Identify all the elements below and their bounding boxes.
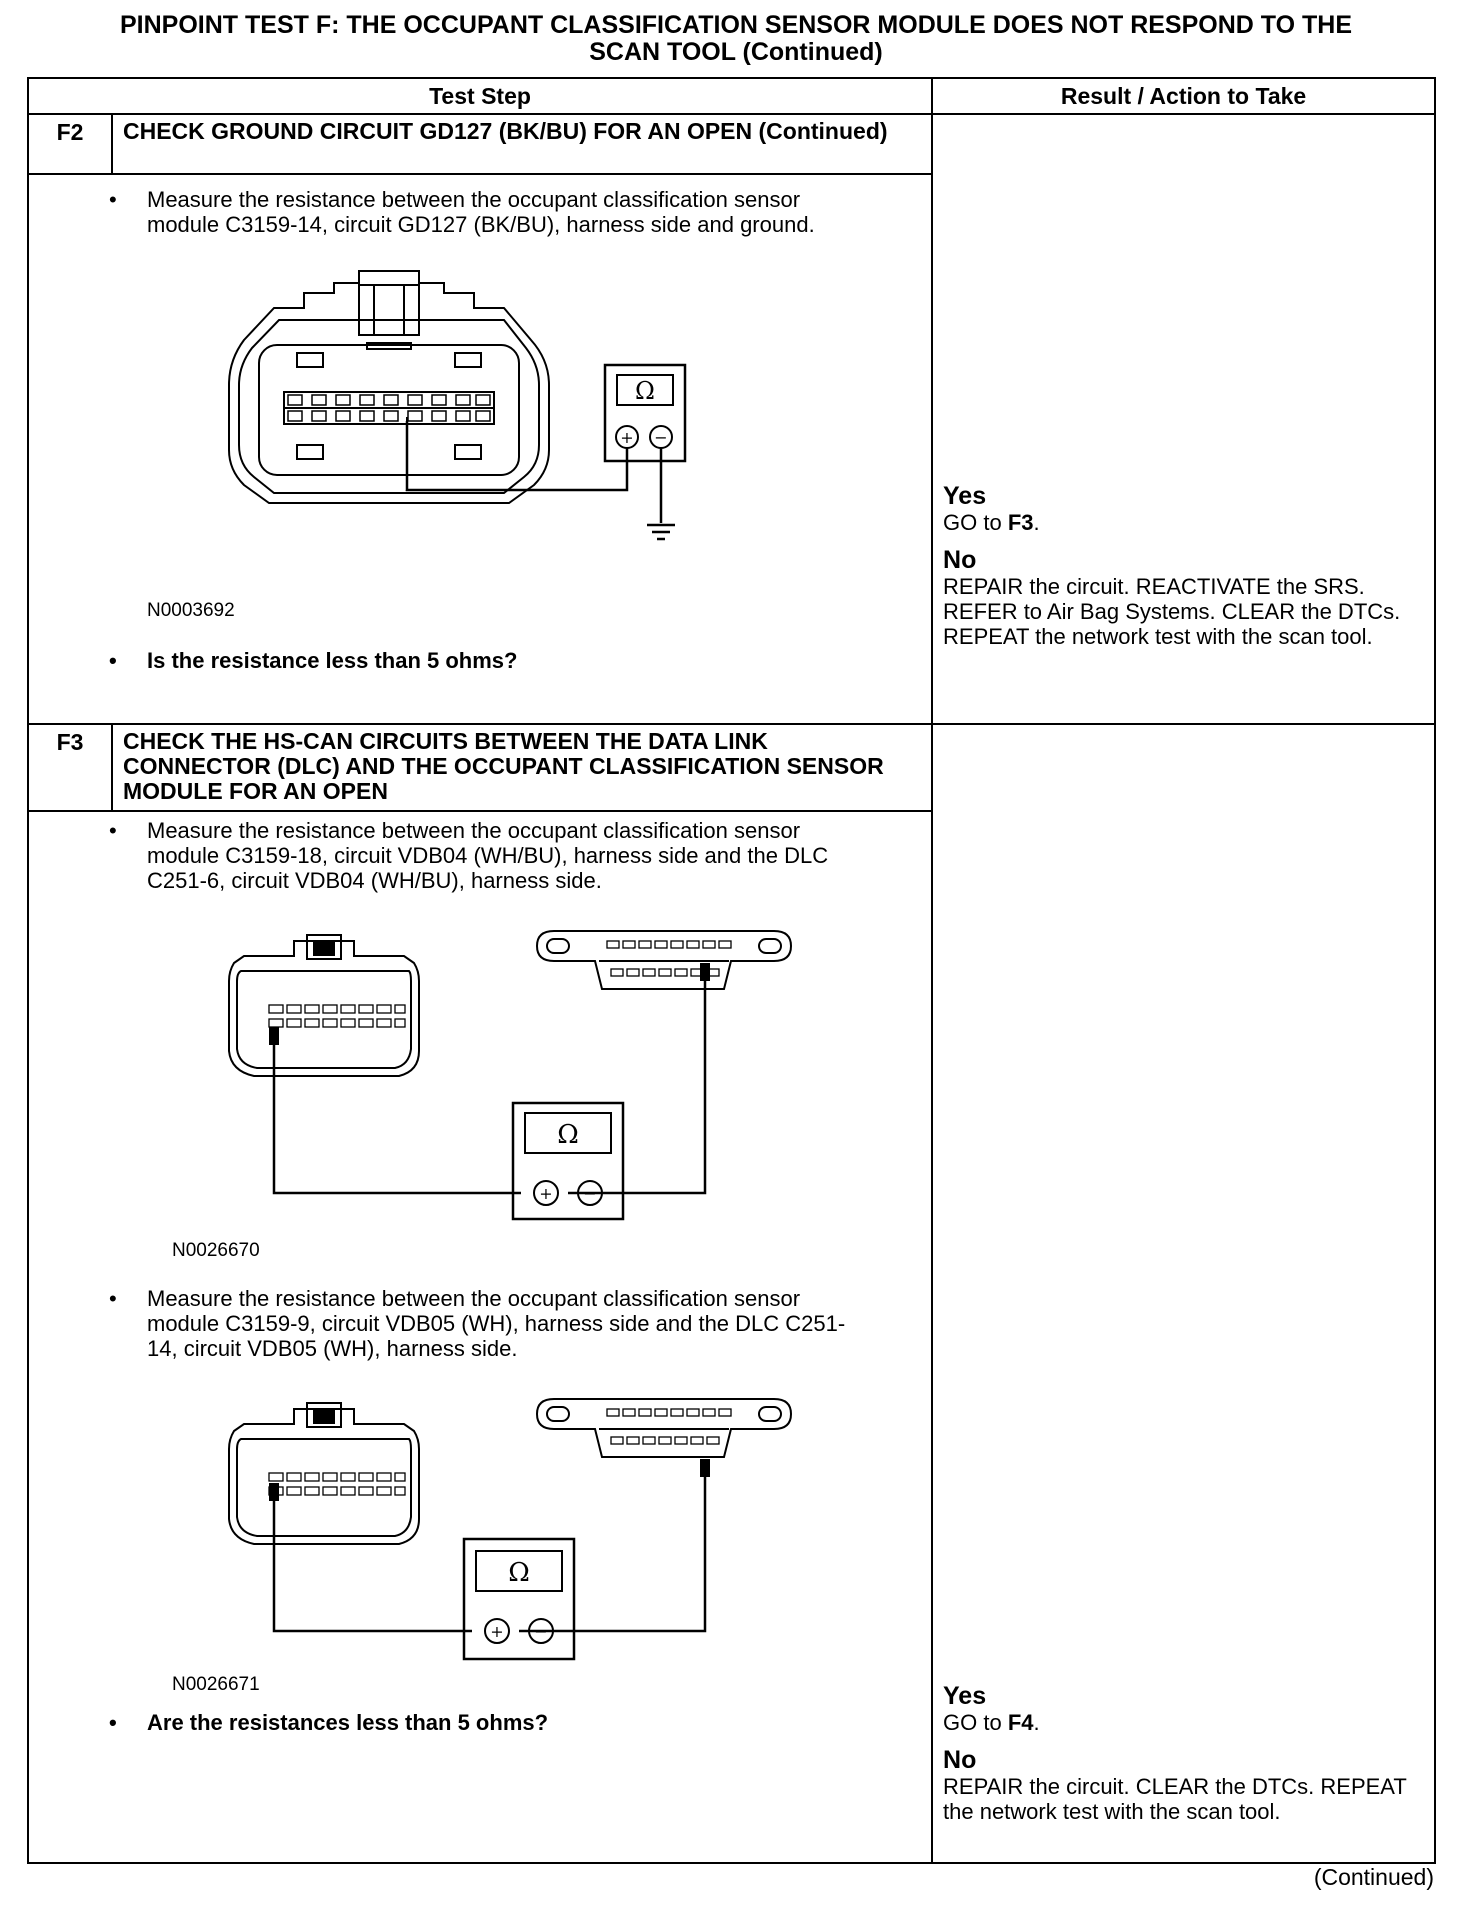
- title-line-2: SCAN TOOL (Continued): [589, 38, 883, 66]
- dlc-connector-diagram-2: Ω + −: [228, 1398, 793, 1661]
- header-result: Result / Action to Take: [931, 77, 1437, 115]
- title-line-1: PINPOINT TEST F: THE OCCUPANT CLASSIFICA…: [120, 11, 1352, 39]
- continued-footer: (Continued): [1313, 1864, 1434, 1890]
- plus-terminal: +: [490, 1622, 503, 1641]
- result-no-label: No: [943, 546, 977, 574]
- goto-f4-link[interactable]: F4: [1007, 1710, 1034, 1735]
- figure-f3-b: Ω + − N0026671: [69, 1369, 911, 1696]
- step-heading-f3: CHECK THE HS-CAN CIRCUITS BETWEEN THE DA…: [110, 723, 934, 812]
- figure-f3-a: Ω + − N0026670: [69, 901, 911, 1262]
- ohm-symbol: Ω: [557, 1120, 579, 1150]
- plus-terminal: +: [620, 428, 633, 447]
- figure-id-f2: N0003692: [147, 600, 235, 621]
- step-id-f2: F2: [27, 113, 113, 175]
- figure-f2: Ω + − N0003692: [69, 245, 911, 622]
- minus-terminal: −: [583, 1184, 596, 1203]
- result-yes-action: GO to F4.: [943, 1710, 1040, 1735]
- result-cell-f2: Yes GO to F3. No REPAIR the circuit. REA…: [931, 113, 1437, 725]
- dlc-connector-diagram-1: Ω + −: [228, 930, 793, 1221]
- pinpoint-test-table: Test Step Result / Action to Take F2 CHE…: [26, 77, 1437, 1864]
- result-no-action: REPAIR the circuit. REACTIVATE the SRS. …: [943, 574, 1401, 649]
- step-heading-f2: CHECK GROUND CIRCUIT GD127 (BK/BU) FOR A…: [110, 113, 934, 175]
- minus-terminal: −: [654, 428, 667, 447]
- result-yes-action: GO to F3.: [943, 510, 1040, 535]
- figure-id-f3-a: N0026670: [172, 1240, 260, 1261]
- result-cell-f3: Yes GO to F4. No REPAIR the circuit. CLE…: [931, 723, 1437, 1864]
- question-f3: Are the resistances less than 5 ohms?: [109, 1710, 911, 1735]
- step-body-f2: Measure the resistance between the occup…: [26, 173, 934, 725]
- page-title: PINPOINT TEST F: THE OCCUPANT CLASSIFICA…: [0, 12, 1472, 66]
- result-no-action: REPAIR the circuit. CLEAR the DTCs. REPE…: [943, 1774, 1407, 1824]
- minus-terminal: −: [534, 1622, 547, 1641]
- result-yes-label: Yes: [943, 1682, 987, 1710]
- connector-ground-diagram: Ω + −: [228, 270, 687, 541]
- plus-terminal: +: [539, 1184, 552, 1203]
- instruction-f3-2: Measure the resistance between the occup…: [109, 1286, 867, 1361]
- step-id-f3: F3: [27, 723, 113, 812]
- ohm-symbol: Ω: [635, 377, 655, 405]
- goto-f3-link[interactable]: F3: [1007, 510, 1034, 535]
- instruction-f2-1: Measure the resistance between the occup…: [109, 187, 847, 237]
- header-test-step: Test Step: [26, 77, 934, 115]
- result-no-label: No: [943, 1746, 977, 1774]
- result-yes-label: Yes: [943, 482, 987, 510]
- ohm-symbol: Ω: [508, 1558, 530, 1588]
- figure-id-f3-b: N0026671: [172, 1674, 260, 1695]
- instruction-f3-1: Measure the resistance between the occup…: [109, 818, 867, 893]
- question-f2: Is the resistance less than 5 ohms?: [109, 648, 911, 673]
- step-body-f3: Measure the resistance between the occup…: [26, 810, 934, 1864]
